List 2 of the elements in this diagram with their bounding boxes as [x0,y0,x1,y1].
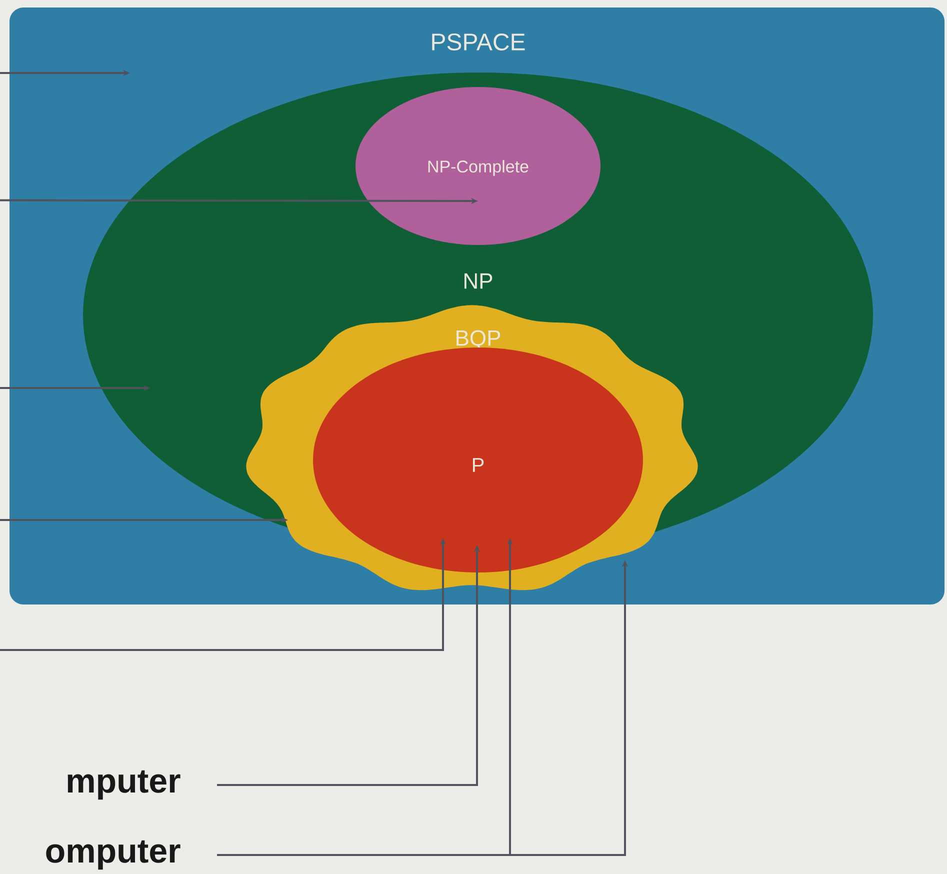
side-label: mputer [68,770,180,800]
side-label: omputer [46,840,180,870]
